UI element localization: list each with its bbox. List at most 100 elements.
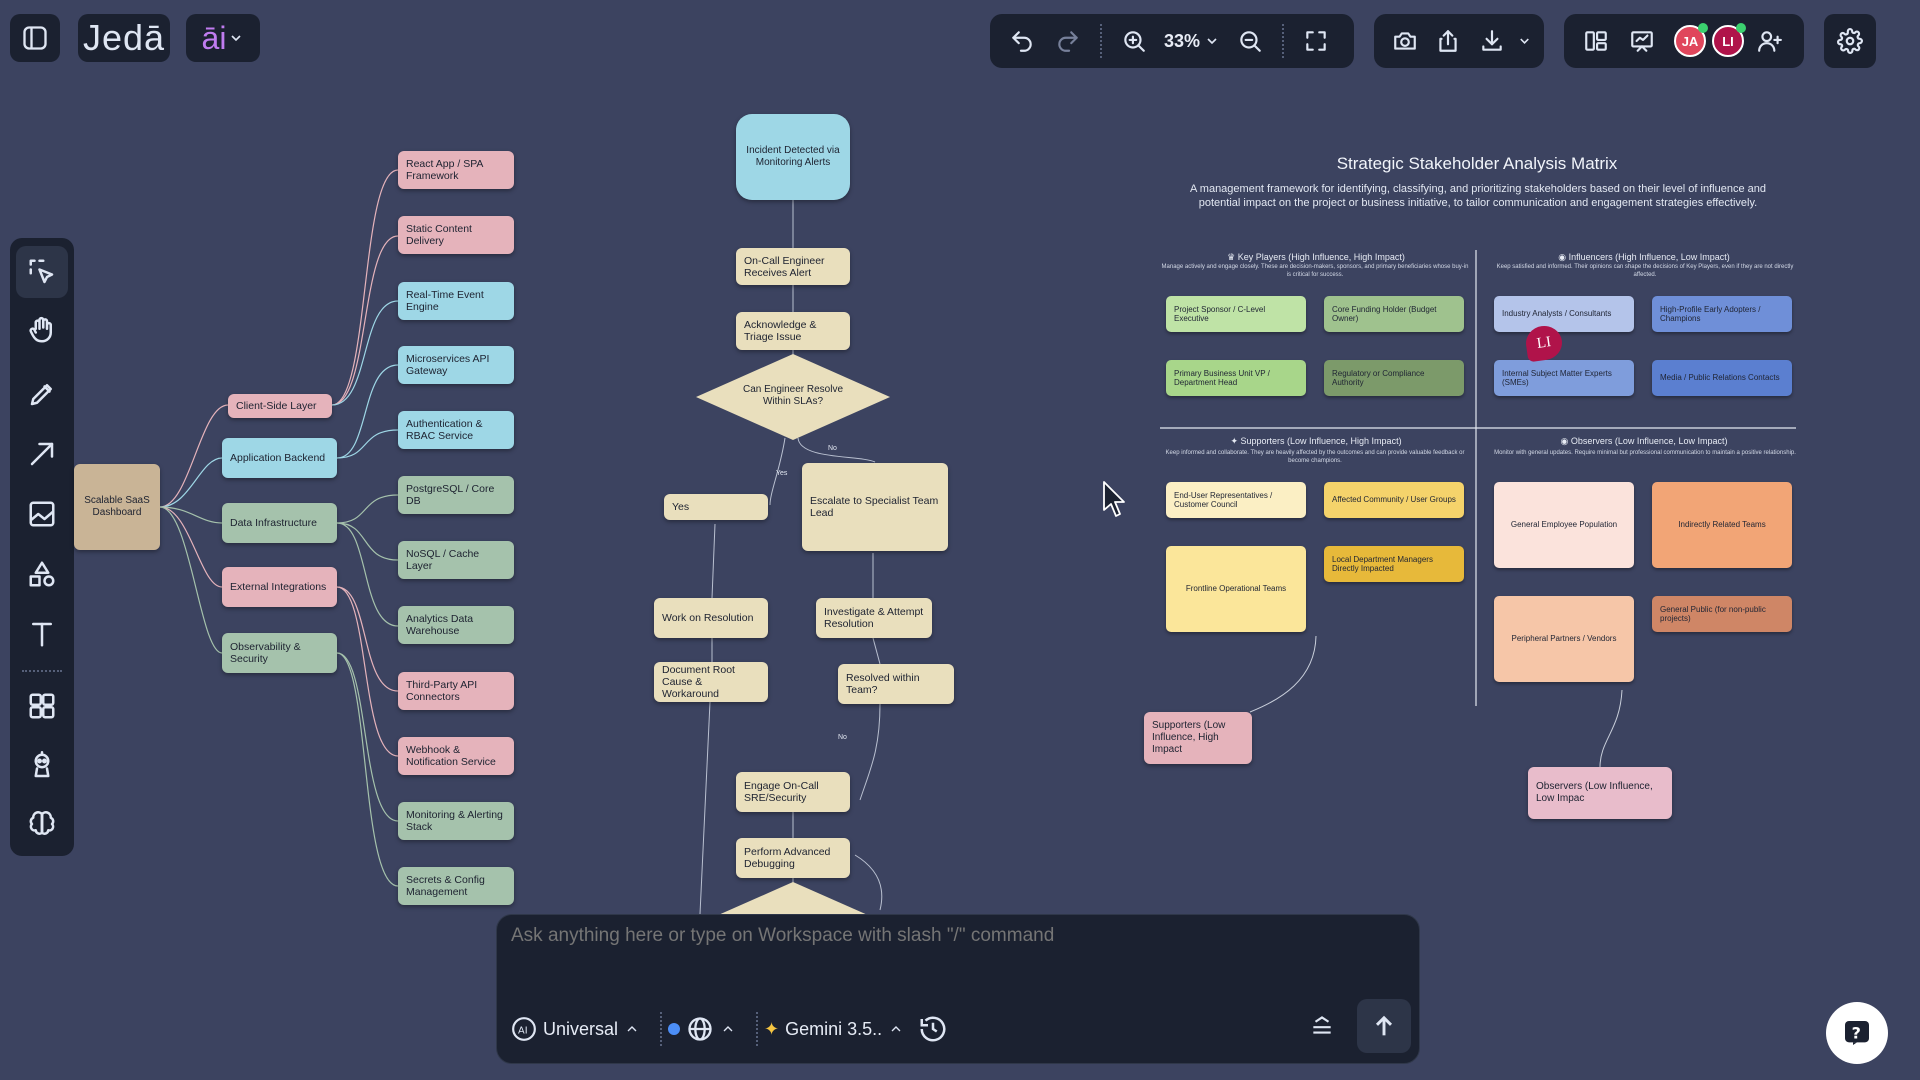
mindmap-branch[interactable]: Data Infrastructure [222,503,337,543]
stakeholder-card[interactable]: Affected Community / User Groups [1324,482,1464,518]
flow-step[interactable]: Perform Advanced Debugging [736,838,850,878]
expand-button[interactable] [1309,1012,1335,1043]
flow-step[interactable]: Resolved within Team? [838,664,954,704]
arrow-icon [30,442,54,466]
shapes-tool[interactable] [16,548,68,600]
hand-tool[interactable] [16,304,68,356]
avatar[interactable]: JA [1674,23,1708,57]
mindmap-leaf[interactable]: Authentication & RBAC Service [398,411,514,449]
stakeholder-card[interactable]: High-Profile Early Adopters / Champions [1652,296,1792,332]
flow-decision[interactable] [696,354,890,440]
ai-agent-tool[interactable] [16,740,68,792]
online-status-dot [1698,23,1708,33]
stakeholder-card[interactable]: Local Department Managers Directly Impac… [1324,546,1464,582]
mindmap-leaf[interactable]: Secrets & Config Management [398,867,514,905]
gear-icon [1837,28,1863,54]
mode-selector[interactable]: AI Universal [511,1016,640,1042]
zoom-in-button[interactable] [1114,21,1154,61]
stakeholder-card[interactable]: Core Funding Holder (Budget Owner) [1324,296,1464,332]
avatar[interactable]: LI [1712,23,1746,57]
flow-step[interactable]: Engage On-Call SRE/Security [736,772,850,812]
eye-icon: ◉ [1560,436,1571,446]
undo-button[interactable] [1002,21,1042,61]
zoom-out-button[interactable] [1230,21,1270,61]
templates-tool[interactable] [16,680,68,732]
help-icon: ? [1845,1021,1869,1045]
chat-input[interactable] [511,925,1401,997]
flow-step[interactable]: Yes [664,494,768,520]
divider [660,1012,663,1046]
sticky-note[interactable]: Supporters (Low Influence, High Impact [1144,712,1252,764]
flow-step[interactable]: Investigate & Attempt Resolution [816,598,932,638]
stakeholder-card[interactable]: Project Sponsor / C-Level Executive [1166,296,1306,332]
mindmap-branch[interactable]: Observability & Security [222,633,337,673]
layout-button[interactable] [1576,21,1616,61]
brain-tool[interactable] [16,798,68,850]
sticky-note[interactable]: Observers (Low Influence, Low Impac [1528,767,1672,819]
presentation-button[interactable] [1622,21,1662,61]
app-logo[interactable]: Jedā [78,14,170,62]
mindmap-leaf[interactable]: Webhook & Notification Service [398,737,514,775]
stakeholder-card[interactable]: Primary Business Unit VP / Department He… [1166,360,1306,396]
mindmap-leaf[interactable]: React App / SPA Framework [398,151,514,189]
megaphone-icon: ◉ [1558,252,1569,262]
mindmap-leaf[interactable]: NoSQL / Cache Layer [398,541,514,579]
model-selector[interactable]: ✦ Gemini 3.5.. [764,1019,904,1040]
mindmap-leaf[interactable]: Real-Time Event Engine [398,282,514,320]
zoom-level-dropdown[interactable]: 33% [1160,31,1224,52]
hand-icon [29,316,52,343]
flow-step[interactable]: Document Root Cause & Workaround [654,662,768,702]
tool-palette [10,238,74,856]
pen-tool[interactable] [16,368,68,420]
quadrant-title: ♛ Key Players (High Influence, High Impa… [1227,252,1405,262]
stakeholder-card[interactable]: General Employee Population [1494,482,1634,568]
chevron-down-icon[interactable] [1517,33,1532,49]
flow-decision[interactable] [716,882,870,916]
stakeholder-card[interactable]: Regulatory or Compliance Authority [1324,360,1464,396]
stakeholder-card[interactable]: End-User Representatives / Customer Coun… [1166,482,1306,518]
mindmap-leaf[interactable]: Third-Party API Connectors [398,672,514,710]
mindmap-branch[interactable]: Application Backend [222,438,337,478]
mindmap-leaf[interactable]: Monitoring & Alerting Stack [398,802,514,840]
web-search-toggle[interactable] [668,1015,736,1043]
history-button[interactable] [918,1014,948,1044]
stakeholder-card[interactable]: Frontline Operational Teams [1166,546,1306,632]
flow-step[interactable]: Escalate to Specialist Team Lead [802,463,948,551]
image-tool[interactable] [16,488,68,540]
stakeholder-card[interactable]: Internal Subject Matter Experts (SMEs) [1494,360,1634,396]
flow-step[interactable]: Work on Resolution [654,598,768,638]
sidebar-toggle-button[interactable] [10,14,60,62]
fit-screen-button[interactable] [1296,21,1336,61]
help-button[interactable]: ? [1826,1002,1888,1064]
arrow-tool[interactable] [16,428,68,480]
stakeholder-card[interactable]: General Public (for non-public projects) [1652,596,1792,632]
share-button[interactable] [1430,21,1468,61]
invite-user-button[interactable] [1750,21,1790,61]
status-dot [668,1023,681,1035]
mindmap-leaf[interactable]: Analytics Data Warehouse [398,606,514,644]
online-status-dot [1736,23,1746,33]
logo-text: Jedā [82,17,166,58]
flow-start-node[interactable]: Incident Detected via Monitoring Alerts [736,114,850,200]
stakeholder-card[interactable]: Industry Analysts / Consultants [1494,296,1634,332]
flow-step[interactable]: On-Call Engineer Receives Alert [736,248,850,285]
select-tool[interactable] [16,246,68,298]
stakeholder-card[interactable]: Peripheral Partners / Vendors [1494,596,1634,682]
stakeholder-card[interactable]: Media / Public Relations Contacts [1652,360,1792,396]
screenshot-button[interactable] [1386,21,1424,61]
mindmap-branch[interactable]: Client-Side Layer [228,394,332,418]
text-tool[interactable] [16,608,68,660]
mindmap-root[interactable]: Scalable SaaS Dashboard [74,464,160,550]
flow-step[interactable]: Acknowledge & Triage Issue [736,312,850,350]
redo-button[interactable] [1048,21,1088,61]
ai-menu-button[interactable]: āi [186,14,260,62]
mindmap-leaf[interactable]: Static Content Delivery [398,216,514,254]
settings-button[interactable] [1824,14,1876,68]
send-button[interactable] [1357,999,1411,1053]
robot-icon [34,751,50,778]
mindmap-branch[interactable]: External Integrations [222,567,337,607]
download-button[interactable] [1473,21,1511,61]
mindmap-leaf[interactable]: Microservices API Gateway [398,346,514,384]
stakeholder-card[interactable]: Indirectly Related Teams [1652,482,1792,568]
mindmap-leaf[interactable]: PostgreSQL / Core DB [398,476,514,514]
